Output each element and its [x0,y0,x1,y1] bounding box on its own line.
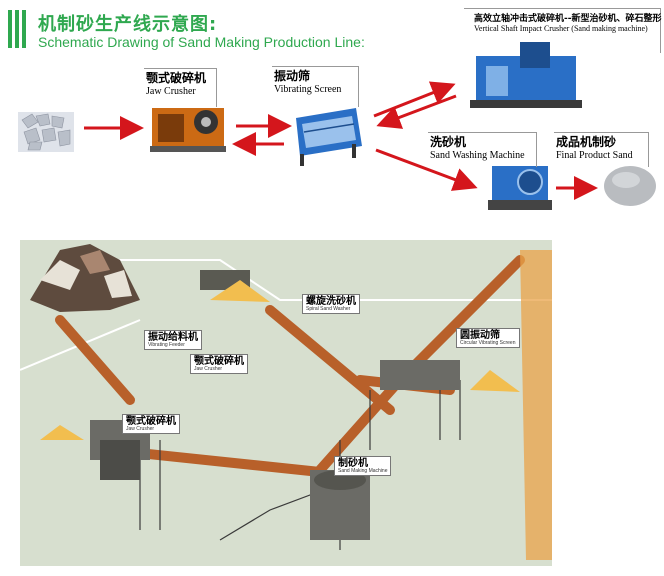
jaw-crusher-frame [144,68,217,107]
final-sand-frame [554,132,649,167]
sand-piles [40,280,520,440]
vsi-crusher-frame [464,8,661,53]
tag-spiral-washer: 螺旋洗砂机 Spiral Sand Washer [302,294,360,314]
raw-stone-image [18,112,74,152]
tag-sand-maker: 制砂机 Sand Making Machine [334,456,392,476]
sand-washer-image [488,166,552,210]
sand-washer-frame [428,132,537,167]
page-title: 机制砂生产线示意图: [38,14,218,35]
jaw-crusher-image [150,108,226,152]
tag-circular-screen: 圆振动筛 Circular Vibrating Screen [456,328,520,348]
final-sand-label: 成品机制砂 Final Product Sand [556,135,633,161]
final-sand-image [604,166,656,206]
rock-pile [30,244,140,312]
tag-jaw-crusher-2: 颚式破碎机 Jaw Crusher [122,414,180,434]
flow-arrows [84,81,598,200]
flow-diagram [18,42,656,210]
vsi-crusher-label: 高效立轴冲击式破碎机--新型治砂机、碎石整形 Vertical Shaft Im… [474,14,662,34]
vibrating-screen-frame [272,66,359,107]
tag-jaw-crusher-1: 颚式破碎机 Jaw Crusher [190,354,248,374]
jaw-crusher-label: 颚式破碎机 Jaw Crusher [146,71,207,97]
title-accent-bars [8,10,26,48]
production-line-drawing [20,244,552,560]
vsi-crusher-image [470,42,582,108]
sand-washer-label: 洗砂机 Sand Washing Machine [430,135,525,161]
vibrating-screen-label: 振动筛 Vibrating Screen [274,69,342,95]
page-subtitle: Schematic Drawing of Sand Making Product… [38,34,365,50]
machines [90,270,460,540]
tag-vibrating-feeder: 振动给料机 Vibrating Feeder [144,330,202,350]
vibrating-screen-image [296,108,362,166]
sand-stockpile-right [520,250,552,560]
